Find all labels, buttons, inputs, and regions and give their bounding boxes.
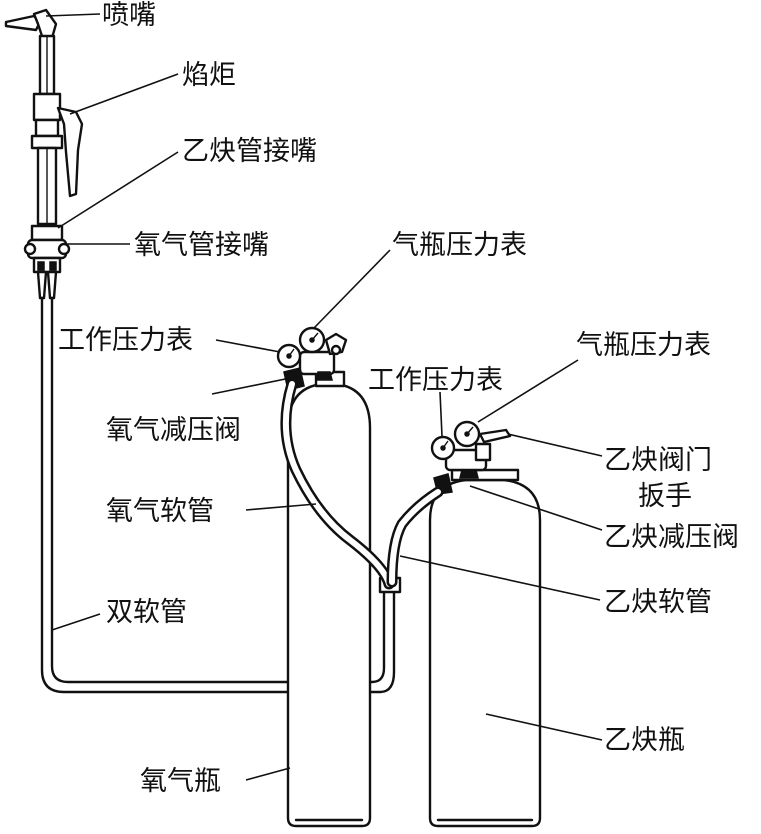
- label-oxygen-cylinder: 氧气瓶: [140, 766, 221, 797]
- label-acetylene-cylinder-gauge: 气瓶压力表: [576, 330, 711, 361]
- oxygen-cylinder-body: [286, 382, 372, 828]
- leader-acetylene-valve-wrench: [507, 433, 603, 457]
- label-acetylene-regulator: 乙炔减压阀: [604, 522, 739, 553]
- leader-oxygen-cylinder-gauge: [313, 249, 391, 329]
- leader-torch: [69, 73, 179, 115]
- leader-oxygen-cylinder: [245, 767, 291, 781]
- leader-oxygen-working-gauge: [215, 339, 281, 353]
- leader-acetylene-cylinder: [485, 713, 603, 741]
- label-acetylene-connector: 乙炔管接嘴: [182, 136, 317, 167]
- label-acetylene-hose: 乙炔软管: [604, 587, 712, 618]
- torch-lever: [56, 106, 84, 198]
- acetylene-cylinder-body: [428, 478, 542, 828]
- label-acetylene-cylinder: 乙炔瓶: [604, 725, 685, 756]
- leader-acetylene-regulator: [469, 485, 603, 531]
- leader-acetylene-connector: [57, 151, 179, 229]
- leader-acetylene-hose: [399, 555, 601, 601]
- acetylene-hose: [386, 486, 444, 588]
- oxygen-regulator-body: [298, 350, 336, 376]
- label-torch: 焰炬: [182, 60, 236, 91]
- label-acetylene-working-gauge: 工作压力表: [368, 365, 503, 396]
- label-acetylene-valve-wrench-line1: 乙炔阀门: [604, 445, 712, 476]
- oxygen-cylinder: [286, 370, 372, 828]
- label-acetylene-valve-wrench-line2: 扳手: [638, 481, 692, 512]
- leader-twin-hose: [51, 613, 101, 631]
- label-oxygen-cylinder-gauge: 气瓶压力表: [392, 230, 527, 261]
- label-oxygen-regulator: 氧气减压阀: [106, 415, 241, 446]
- acetylene-cylinder: [428, 468, 542, 828]
- leader-acetylene-cylinder-gauge: [477, 359, 579, 423]
- label-twin-hose: 双软管: [106, 597, 187, 628]
- leader-oxygen-hose: [245, 503, 317, 511]
- oxygen-regulator-assembly: [276, 326, 348, 391]
- label-oxygen-working-gauge: 工作压力表: [58, 325, 193, 356]
- connector-block: [30, 224, 64, 242]
- label-nozzle: 喷嘴: [102, 0, 156, 31]
- torch-valve-block: [32, 92, 62, 122]
- nozzle-head: [32, 8, 58, 40]
- acetylene-regulator-assembly: [430, 420, 512, 495]
- label-oxygen-hose: 氧气软管: [106, 496, 214, 527]
- label-oxygen-connector: 氧气管接嘴: [134, 230, 269, 261]
- leader-nozzle: [45, 13, 101, 17]
- leader-oxygen-regulator: [211, 375, 301, 395]
- acetylene-valve-wrench: [478, 428, 512, 444]
- labels: 喷嘴 焰炬 乙炔管接嘴 氧气管接嘴 气瓶压力表 工作压力表 氧气减压阀 氧气软管…: [58, 0, 739, 797]
- torch: [4, 8, 84, 300]
- leader-lines: [45, 13, 603, 781]
- leader-acetylene-working-gauge: [439, 391, 443, 437]
